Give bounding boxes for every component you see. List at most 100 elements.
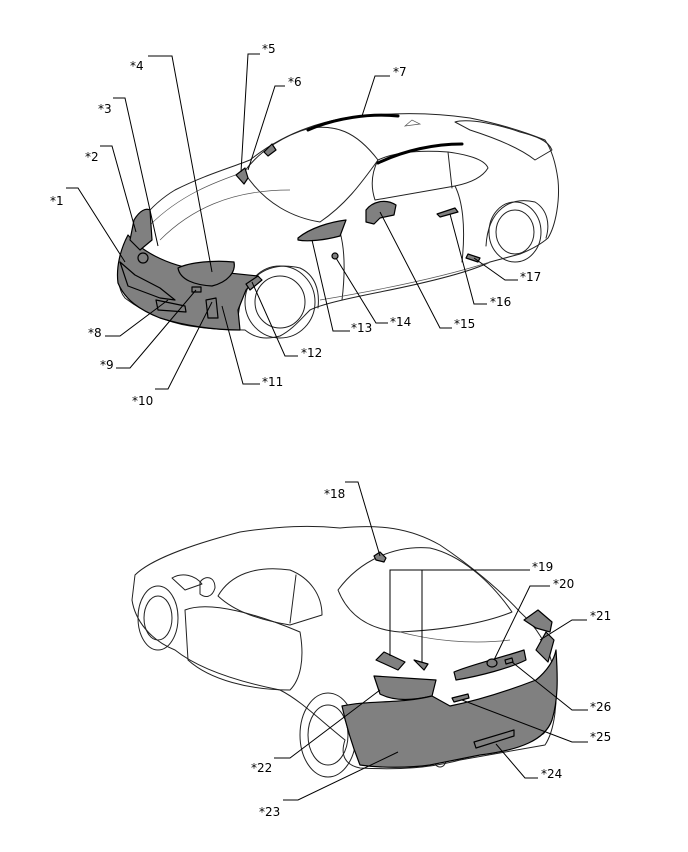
rear-view-window-pillar	[289, 574, 297, 624]
rear-view-headlight	[171, 574, 203, 591]
leader-14	[335, 257, 388, 324]
part-20-emblem	[486, 658, 498, 668]
leader-18	[345, 481, 381, 557]
leader-6	[247, 85, 285, 171]
leader-23	[283, 751, 399, 801]
part-23-rear-bumper	[341, 649, 558, 768]
part-9-clip	[191, 286, 202, 293]
leader-22	[274, 689, 381, 759]
leader-12	[251, 281, 298, 357]
part-26-license-plate-light	[504, 657, 514, 665]
callout-1: *1	[50, 194, 64, 208]
leader-17	[473, 257, 518, 281]
callout-16: *16	[490, 295, 511, 309]
part-15-side-mirror	[365, 200, 397, 225]
front-wheel-arch	[237, 265, 319, 321]
rear-window	[337, 547, 513, 633]
front-window-pillar	[447, 151, 453, 189]
front-view-spoiler	[454, 120, 553, 161]
front-hood-crease	[159, 189, 291, 241]
rear-view-far-wheel	[137, 585, 179, 651]
part-3-emblem	[137, 252, 149, 264]
callout-8: *8	[88, 326, 102, 340]
leader-13	[311, 239, 350, 332]
callout-13: *13	[351, 321, 372, 335]
part-7-roof-strip-right	[376, 142, 464, 165]
part-24-diffuser-fin	[473, 729, 515, 749]
leader-4	[148, 55, 213, 273]
front-windshield	[243, 126, 379, 223]
part-1-front-bumper	[116, 234, 259, 331]
leader-11	[221, 305, 260, 385]
front-door-rear-line	[454, 185, 465, 263]
part-19-taillight-left-inner	[413, 659, 429, 671]
callout-3: *3	[98, 102, 112, 116]
rear-parts	[341, 551, 558, 768]
part-10-vent	[205, 297, 219, 319]
callout-26: *26	[590, 700, 611, 714]
rear-view-near-wheel-rim	[307, 704, 349, 766]
leader-lines	[66, 53, 588, 801]
callout-19: *19	[532, 560, 553, 574]
callout-14: *14	[390, 315, 411, 329]
leader-5	[240, 53, 260, 173]
callout-25: *25	[590, 730, 611, 744]
leader-25	[461, 699, 588, 743]
rear-wheel-arch	[485, 200, 549, 247]
callout-20: *20	[553, 577, 574, 591]
callout-18: *18	[324, 487, 345, 501]
trunk-line	[399, 631, 511, 643]
part-18-shark-fin	[373, 551, 387, 563]
leader-3	[113, 97, 159, 247]
leader-10	[155, 301, 213, 390]
callout-24: *24	[541, 767, 562, 781]
front-sill-line	[319, 261, 491, 301]
callout-7: *7	[393, 65, 407, 79]
leader-24	[495, 743, 538, 779]
callout-10: *10	[132, 394, 153, 408]
part-14-side-marker	[331, 252, 339, 260]
front-side-window	[371, 150, 489, 201]
callout-9: *9	[100, 358, 114, 372]
callout-15: *15	[454, 317, 475, 331]
part-2-headlight-lower	[119, 261, 176, 301]
roof-fin	[403, 119, 422, 127]
callout-labels: *1 *2 *3 *4 *5 *6 *7 *8 *9 *10 *11 *12 *…	[50, 42, 611, 819]
part-16-door-handle	[436, 207, 459, 218]
part-21-rear-spoiler-end	[523, 609, 553, 633]
front-door-line	[339, 231, 345, 301]
part-6-cowl-piece	[263, 143, 277, 157]
leader-19a	[389, 569, 530, 656]
leader-2	[100, 145, 137, 233]
callout-11: *11	[262, 375, 283, 389]
callout-22: *22	[251, 761, 272, 775]
callout-23: *23	[259, 805, 280, 819]
rear-view-far-wheel-rim	[143, 595, 173, 641]
part-7-roof-strip-left	[306, 113, 400, 132]
part-13-fender-vent	[297, 219, 347, 242]
rear-view-mirror	[199, 577, 216, 597]
leader-9	[116, 289, 197, 369]
leader-21	[539, 619, 587, 641]
part-12-side-marker	[245, 275, 263, 291]
leader-20	[493, 585, 550, 661]
leader-15	[379, 211, 452, 329]
callout-21: *21	[590, 609, 611, 623]
front-view-rear-wheel-rim	[495, 209, 535, 255]
leader-1	[66, 187, 126, 263]
part-4-hood-front	[177, 260, 235, 287]
callout-2: *2	[85, 150, 99, 164]
part-19-taillight-left	[375, 651, 406, 671]
callout-5: *5	[262, 42, 276, 56]
part-22-bumper-top	[373, 675, 437, 701]
rear-view-side-window	[217, 568, 323, 626]
front-view-rear-wheel	[488, 201, 542, 263]
part-5-mirror-base	[235, 167, 249, 185]
callout-17: *17	[520, 270, 541, 284]
part-25-reflector	[451, 693, 470, 703]
leader-8	[105, 299, 169, 337]
callout-6: *6	[288, 75, 302, 89]
front-parts	[116, 113, 481, 331]
